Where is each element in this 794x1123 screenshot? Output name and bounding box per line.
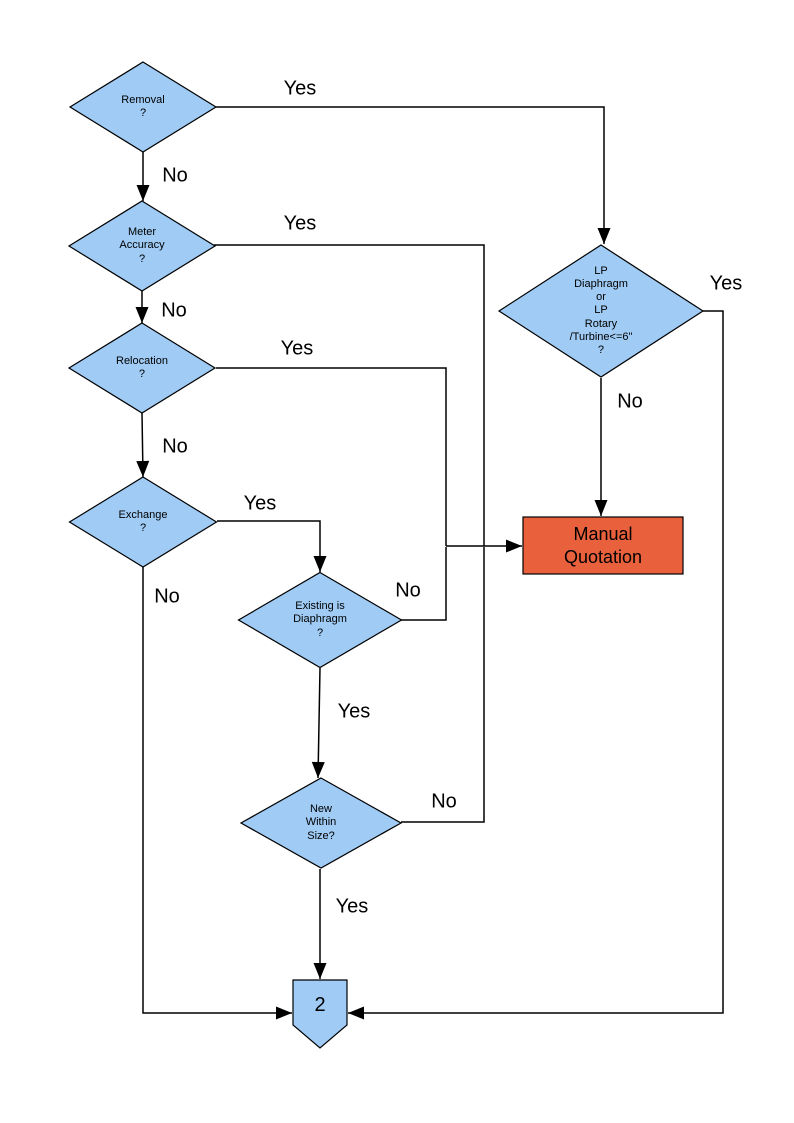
edge-relocation-yes: [216, 367, 447, 546]
exchange-yes-arrowhead: [313, 556, 327, 572]
removal-yes-arrowhead: [597, 228, 611, 244]
edge-removal-yes: [216, 106, 605, 244]
edge-exchange-no: [142, 567, 292, 1014]
node-connector-2: [292, 979, 348, 1049]
node-manual-quotation: [522, 516, 684, 575]
lp-yes-arrowhead: [348, 1006, 364, 1020]
new-within-size-yes-arrowhead: [313, 963, 327, 979]
relocation-no-arrowhead: [136, 460, 150, 477]
existing-yes-arrowhead: [311, 761, 325, 778]
lp-no-arrowhead: [594, 500, 608, 516]
node-relocation: [67, 322, 217, 414]
exchange-no-arrowhead: [276, 1006, 292, 1020]
edge-existing-yes: [317, 667, 321, 779]
node-removal: [68, 61, 218, 153]
node-lp-meter-type: [497, 244, 705, 378]
edge-existing-no: [400, 547, 447, 621]
node-meter-accuracy: [67, 200, 217, 292]
node-exchange: [68, 476, 218, 568]
removal-no-arrowhead: [136, 185, 150, 201]
node-existing-diaphragm: [237, 571, 403, 669]
edge-exchange-yes: [217, 520, 321, 572]
edge-meter-accuracy-yes: [214, 244, 485, 546]
edge-new-within-size-no: [401, 547, 485, 823]
merge-into-manual-arrowhead: [506, 539, 522, 553]
node-new-within-size: [239, 777, 403, 869]
edge-lp-yes: [348, 310, 724, 1014]
meter-accuracy-no-arrowhead: [135, 307, 149, 323]
